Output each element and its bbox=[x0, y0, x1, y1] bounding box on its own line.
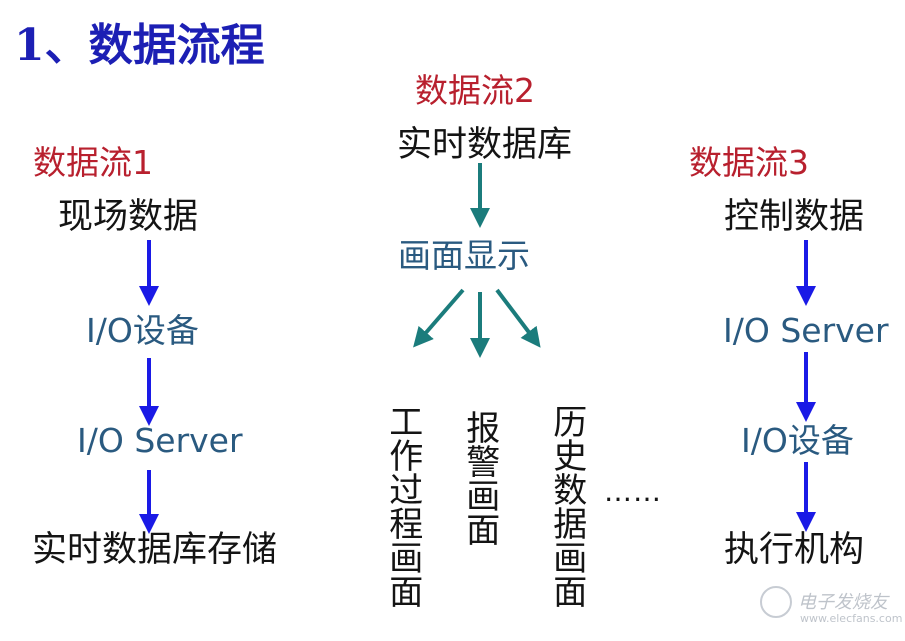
flow1-node-field-data: 现场数据 bbox=[58, 197, 199, 237]
flow1-node-io-server: I/O Server bbox=[77, 421, 243, 460]
watermark-text: 电子发烧友 bbox=[798, 592, 888, 613]
flow3-node-control-data: 控制数据 bbox=[724, 197, 865, 237]
flow3-node-actuator: 执行机构 bbox=[724, 530, 865, 570]
flow2-node-realtime-db: 实时数据库 bbox=[397, 125, 573, 165]
flow2-branch-history-data-screen: 历史数据画面 bbox=[546, 404, 587, 608]
flow3-label: 数据流3 bbox=[689, 143, 809, 182]
flow2-arrow-left bbox=[413, 288, 465, 348]
flow2-node-display: 画面显示 bbox=[398, 236, 530, 275]
flow2-arrow-right bbox=[495, 288, 541, 348]
flow2-label: 数据流2 bbox=[415, 71, 535, 110]
elecfans-logo-icon bbox=[760, 586, 792, 618]
flow2-ellipsis: …… bbox=[604, 475, 662, 508]
flow3-node-io-device: I/O设备 bbox=[741, 421, 854, 460]
flow1-node-realtime-db-storage: 实时数据库存储 bbox=[32, 530, 278, 570]
flow2-branch-alarm-screen: 报警画面 bbox=[459, 410, 500, 546]
flow1-label: 数据流1 bbox=[33, 143, 153, 182]
flow2-branch-work-process-screen: 工作过程画面 bbox=[382, 404, 423, 608]
watermark: 电子发烧友 www.elecfans.com bbox=[760, 582, 902, 634]
page-title: 1、数据流程 bbox=[14, 20, 265, 71]
flow3-node-io-server: I/O Server bbox=[723, 311, 889, 350]
flow1-node-io-device: I/O设备 bbox=[86, 311, 199, 350]
watermark-url: www.elecfans.com bbox=[800, 612, 903, 625]
